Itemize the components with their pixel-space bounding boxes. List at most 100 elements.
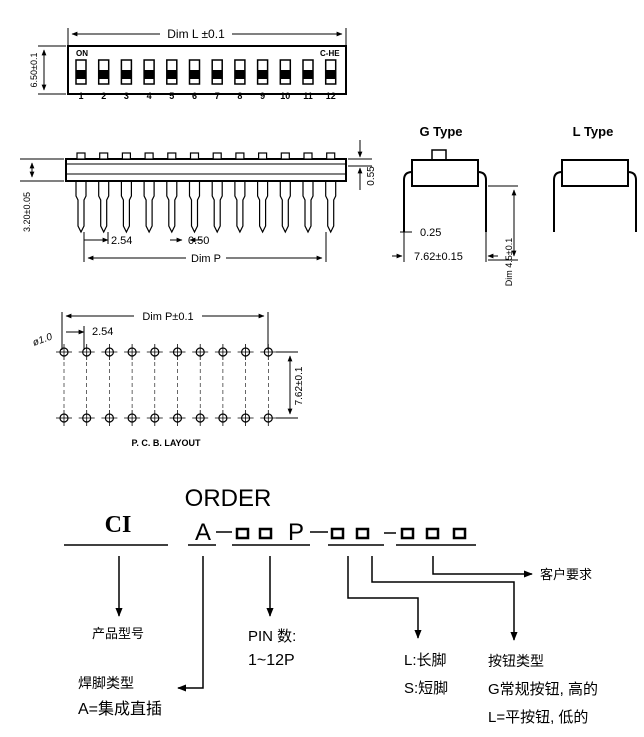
hole-dia-label: ø1.0 (31, 331, 54, 348)
brand-label: C-HE (320, 49, 340, 58)
order-prefix: CI (105, 512, 132, 538)
customer-label: 客户要求 (540, 567, 592, 582)
pin-lead (211, 181, 223, 234)
pin-count-label: PIN 数: (248, 628, 296, 645)
switch-number: 3 (124, 91, 129, 101)
pcb-row-pitch-label: 7.62±0.1 (294, 366, 305, 405)
actuator-bump (326, 152, 336, 160)
top-view (38, 28, 347, 95)
pcb-layout (61, 312, 298, 419)
lead-len-label: Dim 4.5±0.1 (504, 238, 514, 286)
dip-switch (211, 59, 223, 85)
actuator-bump (99, 152, 109, 160)
switch-number: 4 (147, 91, 152, 101)
pcb-hole (214, 344, 231, 360)
button-g-label: G常规按钮, 高的 (488, 681, 598, 698)
pin-lead (188, 181, 201, 234)
l-type-title: L Type (573, 124, 614, 139)
actuator-bump (144, 152, 154, 160)
pcb-hole (260, 410, 277, 426)
side-pins (75, 152, 337, 234)
actuator-bump (235, 152, 245, 160)
pcb-hole (101, 344, 118, 360)
switch-number: 2 (101, 91, 106, 101)
pin-lead (98, 181, 110, 234)
solder-a-label: A=集成直插 (78, 700, 162, 718)
pcb-hole (237, 344, 254, 360)
dip-switch (279, 59, 292, 85)
dip-switch (120, 59, 133, 85)
pcb-pitch-label: 2.54 (92, 326, 113, 338)
pcb-hole (192, 344, 209, 360)
pin-code: P (288, 519, 304, 546)
pcb-hole (124, 410, 141, 426)
pcb-hole (237, 410, 254, 426)
row-pitch-label: 7.62±0.15 (414, 251, 463, 263)
pcb-dim-p-label: Dim P±0.1 (142, 311, 193, 323)
pin-lead (325, 181, 337, 234)
dip-switch (302, 59, 314, 85)
pcb-hole (146, 344, 163, 360)
switch-number: 12 (326, 91, 336, 101)
dip-switch (188, 59, 201, 85)
switch-number: 8 (237, 91, 242, 101)
dim-p-label: Dim P (191, 253, 221, 265)
offset-label: 0.55 (366, 166, 377, 186)
side-height-label: 3.20±0.05 (22, 192, 32, 232)
dip-switch (166, 59, 178, 85)
pcb-hole (146, 410, 163, 426)
l-type-view (553, 159, 637, 232)
pcb-hole (169, 344, 186, 360)
pin-lead (302, 181, 314, 234)
actuator-bump (258, 152, 268, 160)
pcb-hole (214, 410, 231, 426)
pcb-hole (169, 410, 186, 426)
pin-count-range: 1~12P (248, 652, 295, 669)
actuator-bump (280, 152, 290, 160)
switch-number: 9 (260, 91, 265, 101)
switch-number: 7 (215, 91, 220, 101)
pcb-hole (192, 410, 209, 426)
pin-lead (279, 181, 291, 234)
actuator-bump (76, 152, 86, 160)
order-heading: ORDER (185, 485, 272, 512)
switch-number: 6 (192, 91, 197, 101)
dip-switch (256, 59, 269, 85)
pin-lead (75, 181, 87, 234)
pcb-hole (124, 344, 141, 360)
switch-number: 1 (78, 91, 83, 101)
dip-switch (234, 59, 246, 85)
dip-switch (324, 59, 337, 85)
on-label: ON (76, 49, 88, 58)
actuator-bump (167, 152, 177, 160)
g-type-title: G Type (419, 124, 462, 139)
pcb-holes (56, 344, 277, 426)
pcb-hole (78, 410, 95, 426)
switch-number: 10 (280, 91, 290, 101)
pin-short-label: S:短脚 (404, 680, 448, 697)
dim-l-label: Dim L ±0.1 (167, 27, 225, 41)
switch-number: 5 (169, 91, 174, 101)
dip-switch (143, 59, 155, 85)
pcb-hole (260, 344, 277, 360)
pin-lead (234, 181, 246, 234)
pin-long-label: L:长脚 (404, 652, 447, 669)
top-height-label: 6.50±0.1 (29, 53, 39, 88)
pcb-hole (56, 344, 72, 360)
product-no-label: 产品型号 (92, 626, 144, 641)
actuator-bump (121, 152, 132, 160)
actuator-bump (303, 152, 313, 160)
pin-lead (257, 181, 269, 234)
pitch-label: 2.54 (111, 235, 132, 247)
button-l-label: L=平按钮, 低的 (488, 709, 588, 726)
pin-lead (120, 181, 132, 234)
type-code: A (195, 519, 211, 546)
g-type-view (392, 149, 518, 262)
dip-switch (75, 59, 87, 85)
pin-lead (143, 181, 155, 234)
solder-type-label: 焊脚类型 (78, 675, 134, 691)
pcb-hole (101, 410, 118, 426)
order-code-line (64, 527, 533, 692)
